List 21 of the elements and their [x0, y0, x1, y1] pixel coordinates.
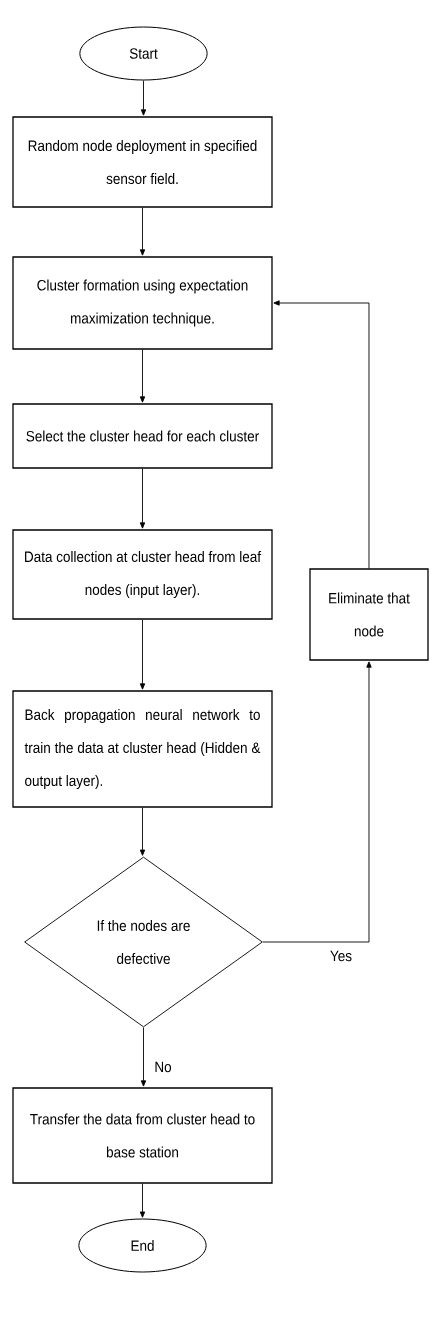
arrow: [140, 80, 147, 116]
process-box: Random node deployment in specified sensor field.: [12, 116, 273, 208]
arrow: [139, 619, 146, 690]
edge-label: No: [153, 1060, 173, 1074]
arrow: [273, 300, 370, 569]
terminal-oval: Start: [79, 26, 208, 81]
arrow: [262, 661, 372, 943]
process-box: Cluster formation using expectation maximization technique.: [12, 256, 273, 350]
edge-label: Yes: [329, 949, 353, 963]
process-box: Data collection at cluster head from leaf nodes (input layer).: [12, 529, 273, 620]
terminal-oval: End: [78, 1218, 207, 1273]
arrow: [140, 1027, 147, 1087]
process-box: Back propagation neural network to train the data at cluster head (Hidden & output layer).: [12, 690, 273, 808]
arrow: [139, 349, 146, 403]
arrow: [139, 207, 146, 256]
arrow: [139, 1183, 146, 1218]
process-box: Transfer the data from cluster head to base station: [12, 1087, 273, 1184]
arrow: [139, 468, 146, 529]
process-box: Eliminate that node: [309, 568, 429, 661]
process-box: Select the cluster head for each cluster: [12, 403, 273, 469]
arrow: [139, 807, 146, 856]
